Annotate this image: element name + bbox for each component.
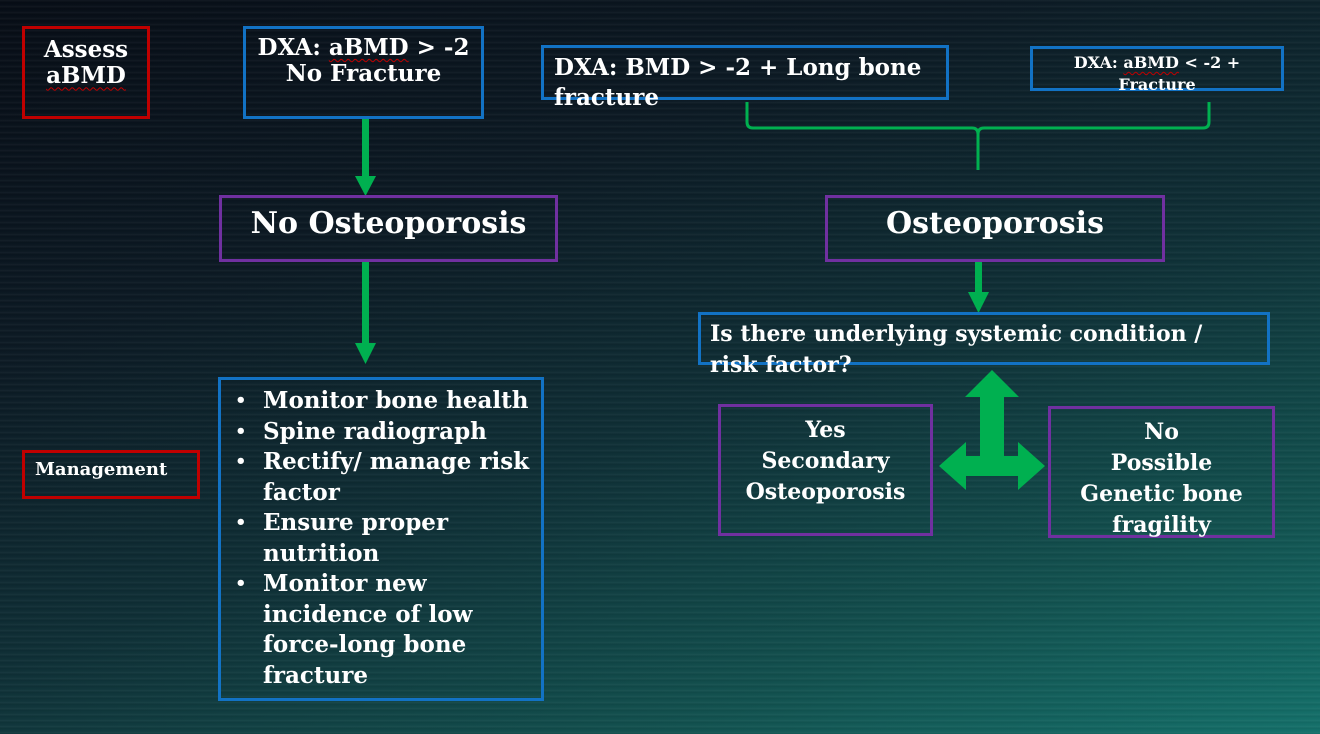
question-text: Is there underlying systemic condition /…	[710, 321, 1203, 378]
dxa-no-fracture-line1: DXA: aBMD > -2	[257, 34, 470, 61]
yes-secondary-box: Yes Secondary Osteoporosis	[718, 404, 933, 536]
assess-abmd-label: Assess aBMD	[22, 26, 150, 119]
dxa-no-fracture-line2: No Fracture	[285, 60, 442, 88]
arrow-shaft-2	[362, 262, 369, 344]
dxa-fracture-text: DXA: aBMD < -2 + Fracture	[1073, 53, 1241, 94]
osteoporosis-label: Osteoporosis	[886, 206, 1104, 241]
no-osteoporosis-label: No Osteoporosis	[250, 206, 527, 241]
no-genetic-box: No Possible Genetic bone fragility	[1048, 406, 1275, 538]
arrow-head-2	[355, 343, 376, 364]
list-item: Rectify/ manage risk factor	[235, 447, 541, 508]
list-item: Ensure proper nutrition	[235, 508, 541, 569]
arrow-head-1	[355, 176, 376, 196]
arrow-shaft-3	[975, 262, 982, 293]
dxa-long-bone-fracture-box	[541, 45, 949, 100]
dxa-no-fracture-box: DXA: aBMD > -2 No Fracture	[243, 26, 484, 119]
management-list: Monitor bone health Spine radiograph Rec…	[221, 386, 541, 691]
assess-label-line2: aBMD	[46, 62, 126, 90]
list-item: Monitor bone health	[235, 386, 541, 417]
assess-label-line1: Assess	[43, 36, 129, 63]
arrow-shaft-1	[362, 118, 369, 178]
osteoporosis-box: Osteoporosis	[825, 195, 1165, 262]
yes-label: Yes	[805, 417, 846, 443]
no-label: No	[1144, 419, 1179, 445]
list-item: Monitor new incidence of low force-long …	[235, 569, 541, 691]
no-osteoporosis-box: No Osteoporosis	[219, 195, 558, 262]
question-box	[698, 312, 1270, 365]
three-way-arrow	[939, 370, 1045, 490]
dxa-fracture-box	[1030, 46, 1284, 91]
list-item: Spine radiograph	[235, 417, 541, 448]
management-label: Management	[22, 450, 200, 499]
management-list-box: Monitor bone health Spine radiograph Rec…	[218, 377, 544, 701]
arrow-head-3	[968, 292, 989, 313]
dxa-long-bone-fracture-text: DXA: BMD > -2 + Long bone fracture	[554, 54, 922, 111]
